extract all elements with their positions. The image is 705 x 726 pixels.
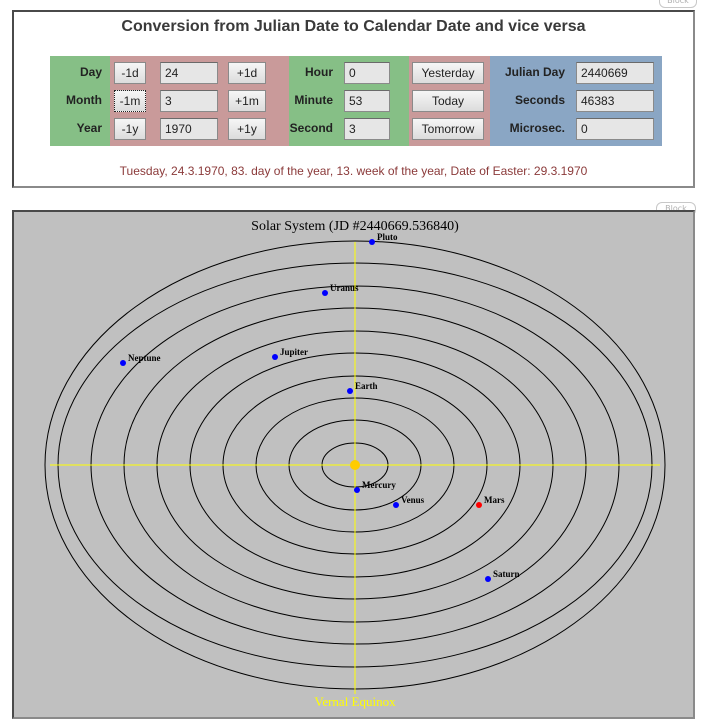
year-field[interactable]: 1970 xyxy=(160,118,218,140)
today-button[interactable]: Today xyxy=(412,90,484,112)
julian-day-label: Julian Day xyxy=(504,65,565,79)
planet-saturn xyxy=(485,576,491,582)
converter-grid: Day -1d 24 +1d Hour 0 Yesterday Julian D… xyxy=(50,56,702,146)
minute-label: Minute xyxy=(294,93,333,107)
year-label: Year xyxy=(76,121,102,135)
second-label: Second xyxy=(289,121,333,135)
planet-jupiter xyxy=(272,354,278,360)
minus-year-button[interactable]: -1y xyxy=(114,118,146,140)
planet-mercury xyxy=(354,487,360,493)
month-label: Month xyxy=(66,93,102,107)
seconds-label: Seconds xyxy=(514,93,565,107)
vernal-equinox-label: Vernal Equinox xyxy=(314,694,396,709)
microseconds-field[interactable]: 0 xyxy=(576,118,654,140)
hour-field[interactable]: 0 xyxy=(344,62,390,84)
plus-day-button[interactable]: +1d xyxy=(228,62,266,84)
converter-title: Conversion from Julian Date to Calendar … xyxy=(121,18,586,35)
sun xyxy=(350,460,360,470)
date-label-section xyxy=(50,56,110,146)
minus-month-button[interactable]: -1m xyxy=(114,90,146,112)
planet-label-earth: Earth xyxy=(355,381,378,391)
orrery-title: Solar System (JD #2440669.536840) xyxy=(251,219,459,234)
day-field[interactable]: 24 xyxy=(160,62,218,84)
planet-label-pluto: Pluto xyxy=(377,232,398,242)
microseconds-label: Microsec. xyxy=(509,121,565,135)
block-tag-top: Block xyxy=(659,0,697,8)
planet-mars xyxy=(476,502,482,508)
hour-label: Hour xyxy=(305,65,333,79)
planet-label-mars: Mars xyxy=(484,495,505,505)
planet-label-neptune: Neptune xyxy=(128,353,161,363)
solar-system-diagram: Solar System (JD #2440669.536840) Mercur… xyxy=(44,219,666,709)
day-label: Day xyxy=(79,65,102,79)
date-converter-panel: Conversion from Julian Date to Calendar … xyxy=(12,10,695,188)
seconds-field[interactable]: 46383 xyxy=(576,90,654,112)
planet-label-venus: Venus xyxy=(401,495,425,505)
planet-neptune xyxy=(120,360,126,366)
planet-pluto xyxy=(369,239,375,245)
yesterday-button[interactable]: Yesterday xyxy=(412,62,484,84)
minute-field[interactable]: 53 xyxy=(344,90,390,112)
planet-venus xyxy=(393,502,399,508)
planet-uranus xyxy=(322,290,328,296)
planet-label-mercury: Mercury xyxy=(362,480,396,490)
date-status-text: Tuesday, 24.3.1970, 83. day of the year,… xyxy=(119,164,588,178)
planet-label-jupiter: Jupiter xyxy=(280,347,308,357)
planet-earth xyxy=(347,388,353,394)
solar-system-panel: Solar System (JD #2440669.536840) Mercur… xyxy=(12,210,695,719)
minus-day-button[interactable]: -1d xyxy=(114,62,146,84)
plus-year-button[interactable]: +1y xyxy=(228,118,266,140)
julian-day-field[interactable]: 2440669 xyxy=(576,62,654,84)
second-field[interactable]: 3 xyxy=(344,118,390,140)
planet-label-uranus: Uranus xyxy=(330,283,359,293)
tomorrow-button[interactable]: Tomorrow xyxy=(412,118,484,140)
month-field[interactable]: 3 xyxy=(160,90,218,112)
planet-label-saturn: Saturn xyxy=(493,569,520,579)
plus-month-button[interactable]: +1m xyxy=(228,90,266,112)
